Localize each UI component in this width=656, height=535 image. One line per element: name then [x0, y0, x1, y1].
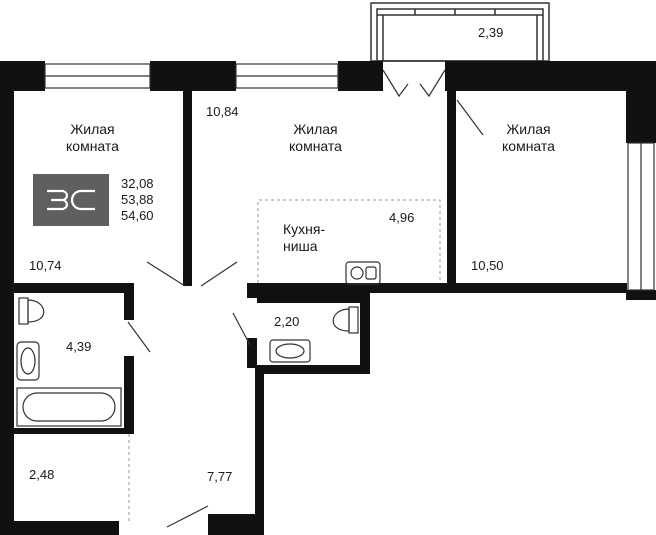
- kitchen-sink: [345, 261, 381, 285]
- room-living-center-area: 10,84: [206, 104, 239, 119]
- balcony-frame: [370, 2, 550, 62]
- room-kitchen-area: 4,96: [389, 210, 415, 225]
- sink-wc: [269, 339, 311, 363]
- room-living-right-label: Жилая комната: [502, 121, 555, 154]
- balcony-area: 2,39: [478, 25, 504, 40]
- top-windows: [44, 63, 339, 89]
- room-living-left-label: Жилая комната: [66, 121, 119, 154]
- kitchen-outline: [257, 199, 441, 283]
- area-with-balcony-value: 54,60: [121, 208, 154, 223]
- room-living-right-area: 10,50: [471, 258, 504, 273]
- room-hallway-area: 7,77: [207, 469, 233, 484]
- room-storage-area: 2,48: [29, 467, 55, 482]
- logo-mark-icon: [47, 189, 95, 211]
- sink-left: [16, 341, 40, 381]
- living-area-value: 32,08: [121, 176, 154, 191]
- interior-walls: [14, 91, 627, 535]
- room-bathroom-area: 4,39: [66, 339, 92, 354]
- room-living-left-area: 10,74: [29, 258, 62, 273]
- bathtub: [16, 387, 122, 427]
- toilet-left: [18, 297, 45, 325]
- door-swings: [127, 69, 484, 528]
- total-area-value: 53,88: [121, 192, 154, 207]
- area-summary: 32,08 53,88 54,60: [121, 176, 154, 224]
- exterior-walls: [0, 61, 656, 535]
- room-kitchen-label: Кухня- ниша: [283, 221, 326, 254]
- room-toilet-area: 2,20: [274, 314, 300, 329]
- right-window: [627, 142, 655, 291]
- toilet-wc: [332, 306, 359, 334]
- developer-logo: [33, 174, 109, 226]
- room-living-center-label: Жилая комната: [289, 121, 342, 154]
